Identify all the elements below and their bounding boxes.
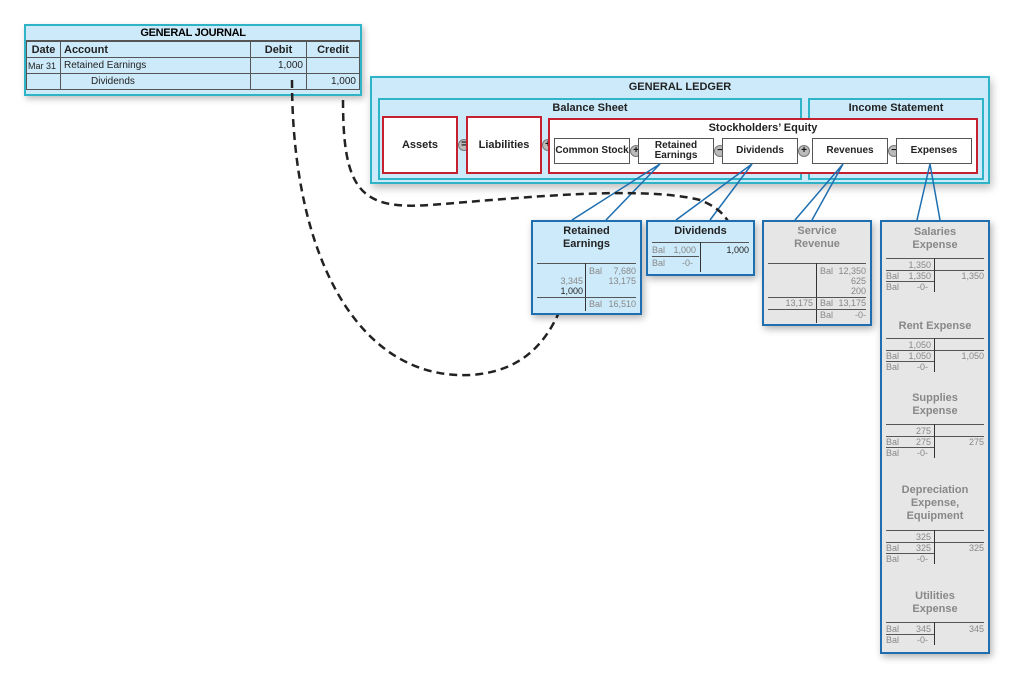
debit-entry: 1,350 — [908, 260, 931, 270]
debit-closing-entry: 1,000 — [560, 286, 583, 296]
bal-label: Bal — [886, 554, 900, 564]
credit-closing-entry: 345 — [968, 624, 984, 634]
ending-balance: -0- — [917, 635, 928, 645]
general-ledger: GENERAL LEDGER Balance Sheet Assets = Li… — [370, 76, 990, 184]
t-account-dividends: Dividends Bal 1,000 1,000 Bal -0- — [646, 220, 755, 276]
col-date: Date — [26, 41, 61, 58]
t-account-title: Rent Expense — [898, 320, 972, 332]
debit-balance: 345 — [915, 624, 931, 634]
bal-label: Bal — [886, 448, 900, 458]
expenses-box: Expenses — [896, 138, 972, 164]
bal-label: Bal — [886, 271, 900, 281]
journal-title: GENERAL JOURNAL — [26, 26, 360, 41]
common-stock-box: Common Stock — [554, 138, 630, 164]
dashed-arrow-credit — [341, 99, 734, 231]
t-account-title: Service Revenue — [794, 225, 840, 250]
ending-balance: -0- — [917, 554, 928, 564]
cell-credit: 1,000 — [306, 73, 360, 90]
balance-sheet-title: Balance Sheet — [552, 102, 628, 114]
ending-balance: 16,510 — [608, 299, 636, 309]
bal-label: Bal — [589, 299, 603, 309]
ending-balance: -0- — [855, 310, 866, 320]
debit-entry: 1,050 — [908, 340, 931, 350]
credit-closing-entry: 1,050 — [961, 351, 984, 361]
debit-balance: 325 — [915, 543, 931, 553]
income-statement-title: Income Statement — [848, 102, 944, 114]
t-account-title: Depreciation Expense, Equipment — [901, 484, 969, 522]
connector-service-revenue — [794, 163, 844, 221]
credit-entry: 625 — [850, 276, 866, 286]
credit-closing-entry: 275 — [968, 437, 984, 447]
liabilities-box: Liabilities — [466, 116, 542, 174]
bal-label: Bal — [886, 351, 900, 361]
credit-entry: 13,175 — [608, 276, 636, 286]
bal-label: Bal — [820, 266, 834, 276]
credit-closing-entry: 1,350 — [961, 271, 984, 281]
equity-title: Stockholders’ Equity — [708, 122, 818, 134]
ending-balance: -0- — [917, 362, 928, 372]
ending-balance: -0- — [917, 282, 928, 292]
dividends-box: Dividends — [722, 138, 798, 164]
journal-row: Mar 31 Retained Earnings 1,000 — [26, 57, 360, 74]
cell-account: Dividends — [60, 73, 251, 90]
dashed-arrow-debit — [290, 79, 562, 377]
connector-dividends — [675, 163, 753, 221]
debit-balance: 1,350 — [908, 271, 931, 281]
bal-label: Bal — [589, 266, 603, 276]
debit-entry: 325 — [915, 532, 931, 542]
bal-label: Bal — [652, 258, 666, 268]
debit-entry: 275 — [915, 426, 931, 436]
debit-closing-entry: 13,175 — [785, 298, 813, 308]
debit-balance: 275 — [915, 437, 931, 447]
bal-label: Bal — [886, 624, 900, 634]
credit-closing-entry: 325 — [968, 543, 984, 553]
retained-earnings-box: Retained Earnings — [638, 138, 714, 164]
credit-entry: 200 — [850, 286, 866, 296]
stockholders-equity-box: Stockholders’ Equity Common Stock + Reta… — [548, 118, 978, 174]
credit-balance: 12,350 — [838, 266, 866, 276]
credit-balance: 7,680 — [613, 266, 636, 276]
debit-balance: 1,050 — [908, 351, 931, 361]
bal-label: Bal — [886, 437, 900, 447]
t-account-title: Salaries Expense — [912, 226, 958, 251]
t-account-title: Utilities Expense — [912, 590, 958, 615]
bal-label: Bal — [886, 282, 900, 292]
t-account-service-revenue: Service Revenue Bal 12,350 625 200 13,17… — [762, 220, 872, 326]
assets-label: Assets — [401, 138, 439, 151]
ending-balance: -0- — [682, 258, 693, 268]
debit-balance: 1,000 — [673, 245, 696, 255]
connector-expenses — [916, 163, 941, 221]
bal-label: Bal — [652, 245, 666, 255]
plus-icon: + — [798, 145, 810, 157]
assets-box: Assets — [382, 116, 458, 174]
connector-retained-earnings — [571, 163, 661, 221]
general-journal: GENERAL JOURNAL Date Account Debit Credi… — [24, 24, 362, 96]
credit-closing-entry: 1,000 — [726, 245, 749, 255]
bal-label: Bal — [886, 543, 900, 553]
t-account-title: Dividends — [674, 225, 727, 237]
credit-total: 13,175 — [838, 298, 866, 308]
ledger-title: GENERAL LEDGER — [628, 81, 732, 93]
revenues-box: Revenues — [812, 138, 888, 164]
t-account-retained-earnings: Retained Earnings Bal 7,680 3,345 13,175… — [531, 220, 642, 315]
ending-balance: -0- — [917, 448, 928, 458]
debit-entry: 3,345 — [560, 276, 583, 286]
journal-row: Dividends 1,000 — [26, 73, 360, 90]
bal-label: Bal — [820, 310, 834, 320]
t-account-title: Supplies Expense — [912, 392, 958, 417]
liabilities-label: Liabilities — [478, 138, 530, 151]
bal-label: Bal — [886, 362, 900, 372]
t-account-title: Retained Earnings — [562, 225, 611, 250]
journal-table: Date Account Debit Credit Mar 31 Retaine… — [26, 41, 360, 90]
bal-label: Bal — [820, 298, 834, 308]
bal-label: Bal — [886, 635, 900, 645]
